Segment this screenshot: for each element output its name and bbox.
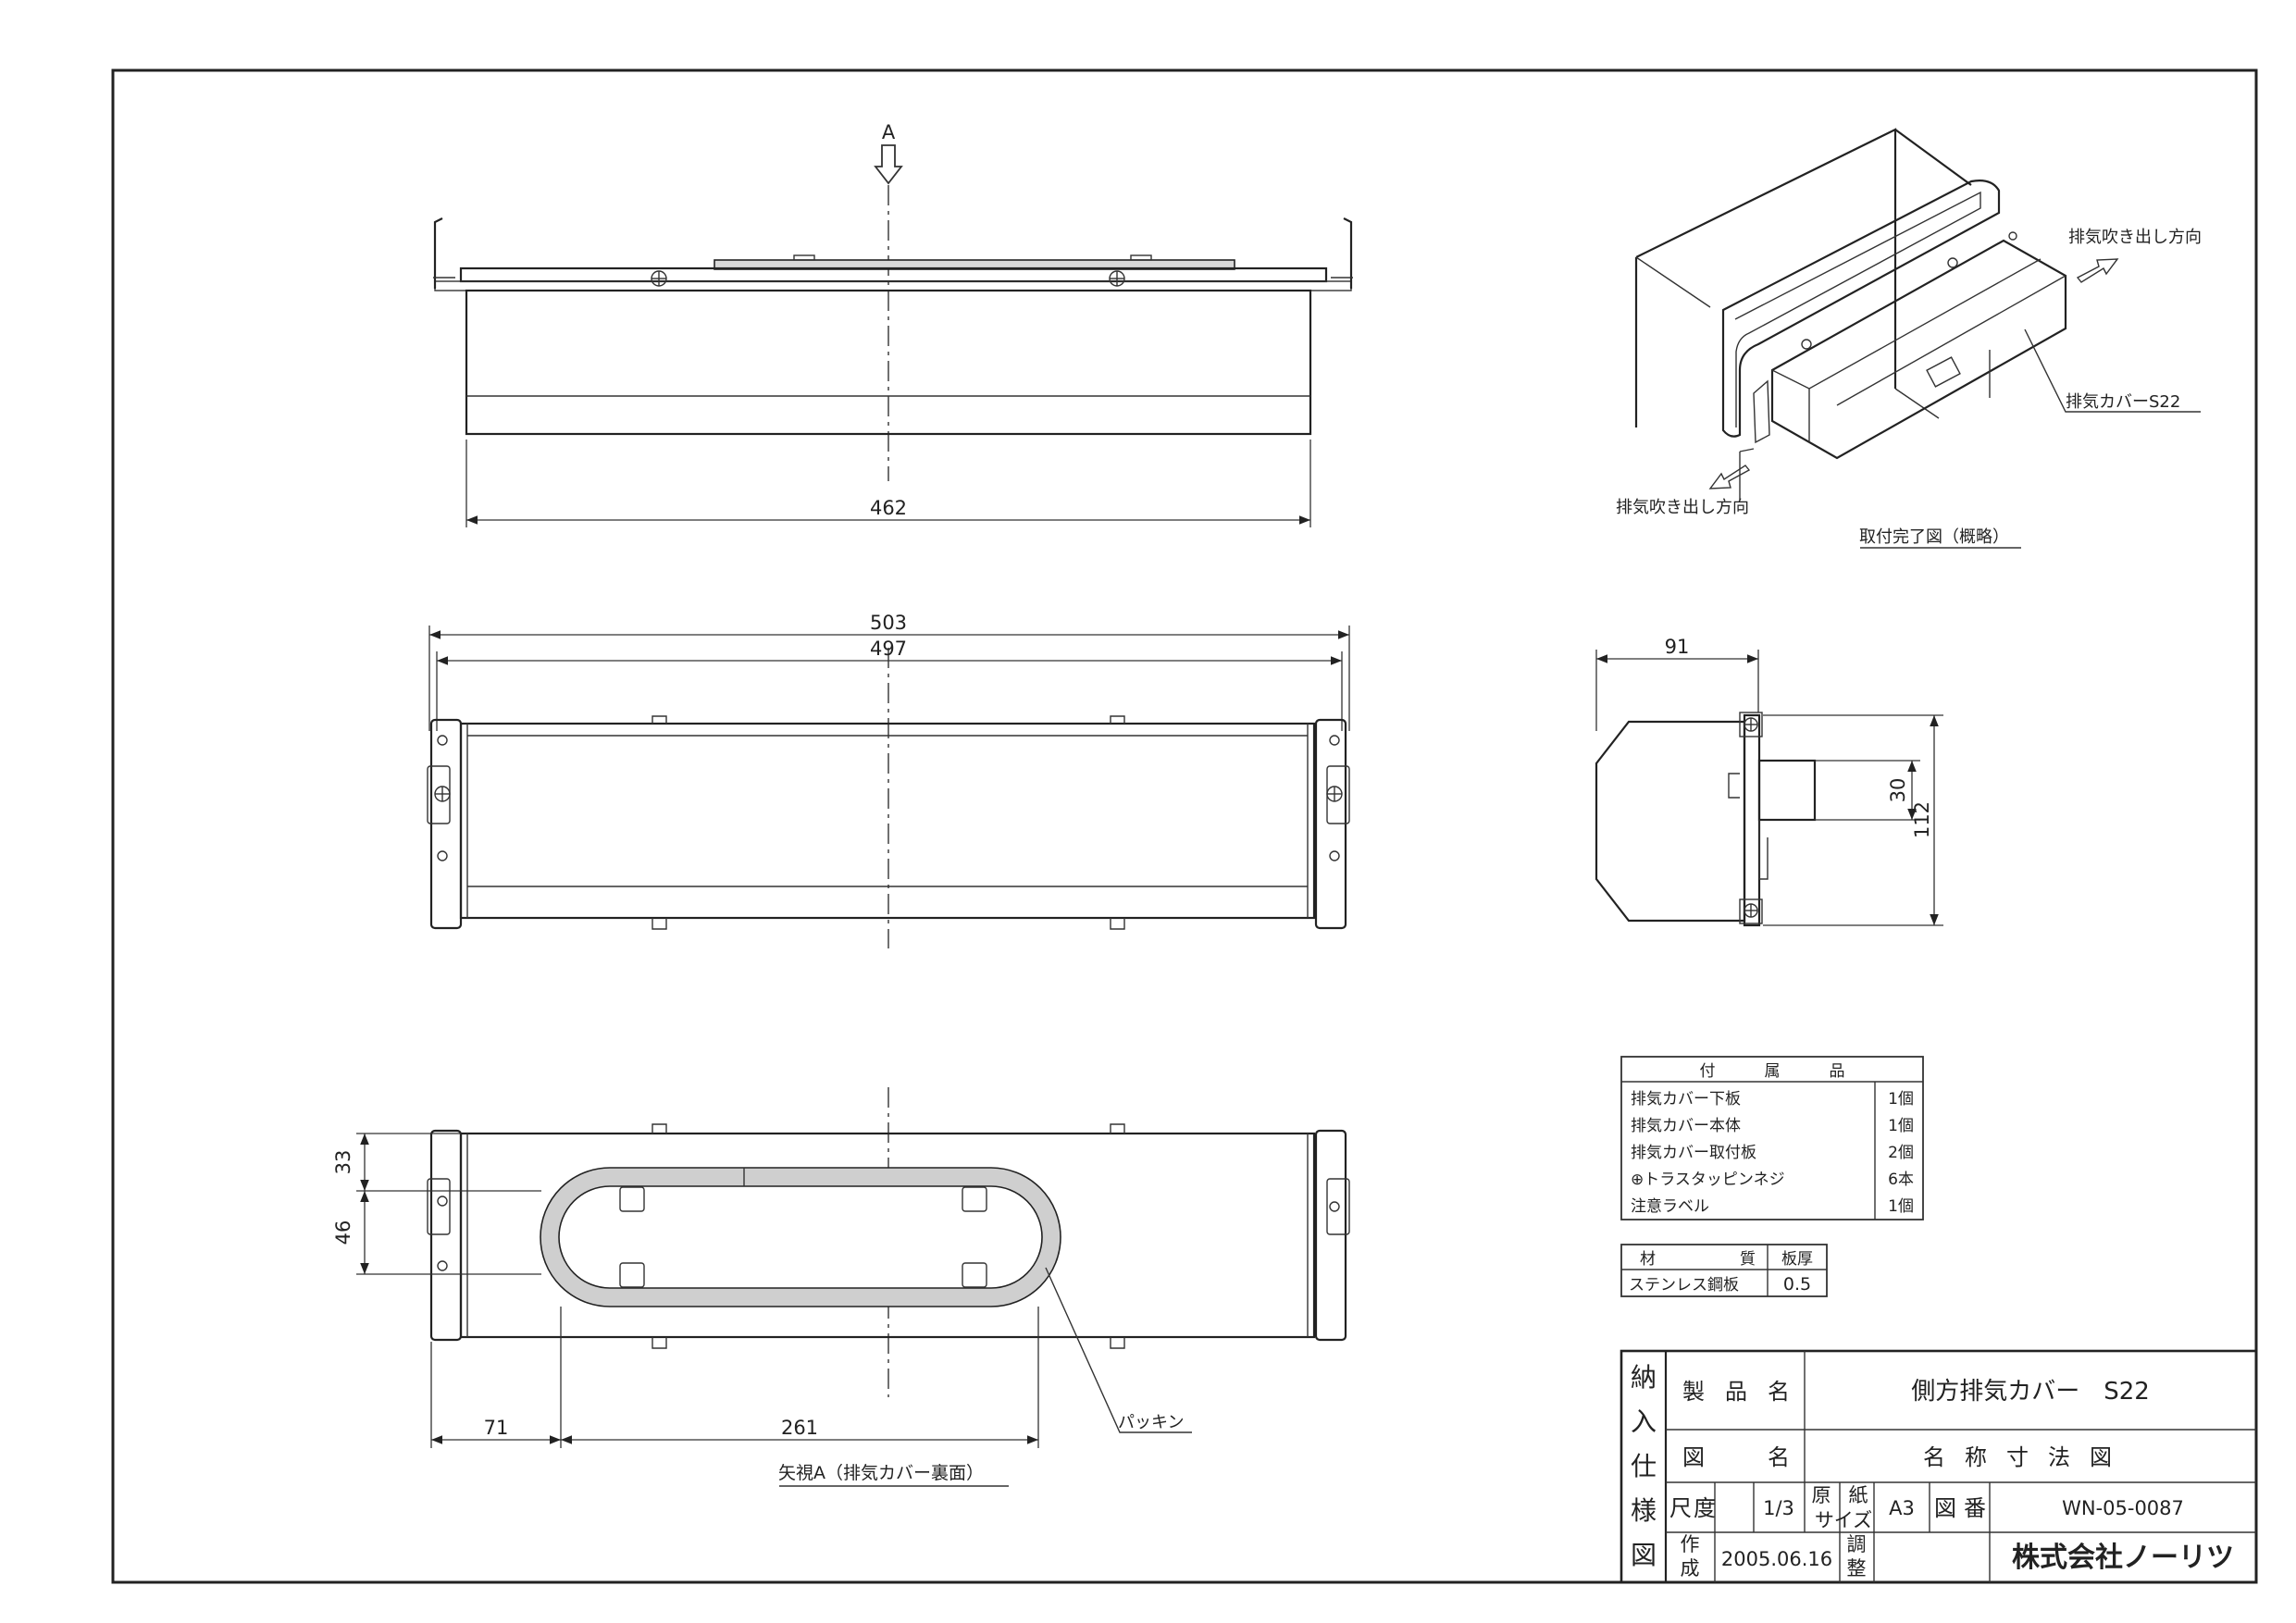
front-view: A 462 xyxy=(433,121,1353,527)
accessories-header-1: 付 xyxy=(1700,1062,1716,1081)
accessories-header-3: 品 xyxy=(1830,1062,1845,1081)
adjust-label: 調 xyxy=(1847,1533,1867,1555)
paper-size-value: A3 xyxy=(1889,1497,1915,1519)
top-view: 503 497 xyxy=(427,612,1350,948)
screw-icon xyxy=(1326,786,1343,802)
dim-46: 46 xyxy=(332,1220,354,1245)
drawing-number-label: 図 xyxy=(1934,1495,1956,1521)
scale-label: 度 xyxy=(1694,1495,1716,1521)
created-label: 成 xyxy=(1681,1557,1700,1580)
material-header: 材 xyxy=(1640,1250,1656,1269)
title-block: 納 入 仕 様 図 製 品 名 側方排気カバー S22 図 名 名 称 寸 法 … xyxy=(1620,1349,2258,1584)
accessory-name: ⊕トラスタッピンネジ xyxy=(1631,1171,1785,1189)
product-name-label: 製 xyxy=(1682,1379,1705,1405)
accessory-qty: 6本 xyxy=(1888,1171,1914,1189)
paper-size-label: サイズ xyxy=(1815,1509,1872,1531)
view-arrow-label: A xyxy=(882,121,896,143)
paper-size-label: 紙 xyxy=(1849,1484,1868,1506)
spec-side-char: 仕 xyxy=(1631,1451,1657,1481)
material-header: 質 xyxy=(1740,1250,1756,1269)
created-label: 作 xyxy=(1681,1533,1700,1555)
accessory-qty: 1個 xyxy=(1888,1117,1914,1135)
adjust-label: 整 xyxy=(1847,1557,1867,1580)
dim-30: 30 xyxy=(1887,778,1909,803)
screw-icon xyxy=(1109,270,1125,287)
dim-497: 497 xyxy=(870,638,907,660)
company-name: 株式会社ノーリツ xyxy=(2012,1542,2234,1574)
side-view: 91 30 112 xyxy=(1595,636,1943,927)
accessory-qty: 1個 xyxy=(1888,1197,1914,1216)
exhaust-arrow-icon xyxy=(1708,465,1751,489)
accessory-name: 注意ラベル xyxy=(1631,1197,1709,1216)
dim-503: 503 xyxy=(870,612,907,634)
thickness-header: 板厚 xyxy=(1781,1250,1813,1269)
dim-462: 462 xyxy=(870,497,907,519)
view-arrow-icon xyxy=(874,144,903,185)
dim-71: 71 xyxy=(484,1417,509,1439)
rear-view-caption: 矢視A（排気カバー裏面） xyxy=(778,1463,984,1483)
dim-91: 91 xyxy=(1665,636,1690,658)
spec-side-char: 様 xyxy=(1631,1495,1657,1526)
screw-icon xyxy=(1744,717,1758,732)
spec-side-char: 図 xyxy=(1631,1540,1657,1570)
rear-view: 33 46 71 261 パッキン 矢視A（排気カバー裏面） xyxy=(332,1087,1350,1487)
screw-icon xyxy=(1744,903,1758,918)
thickness-value: 0.5 xyxy=(1783,1274,1811,1295)
isometric-view: 排気吹き出し方向 排気吹き出し方向 排気カバーS22 取付完了図（概略） xyxy=(1616,128,2202,549)
screw-icon xyxy=(434,786,451,802)
exhaust-arrow-icon xyxy=(2076,258,2119,283)
created-date: 2005.06.16 xyxy=(1721,1548,1832,1570)
isometric-caption: 取付完了図（概略） xyxy=(1859,527,2009,547)
drawing-name: 寸 xyxy=(2006,1444,2029,1470)
paper-size-label: 原 xyxy=(1812,1484,1831,1506)
drawing-name: 称 xyxy=(1965,1444,1987,1470)
accessories-header-2: 属 xyxy=(1765,1062,1781,1081)
part-label: 排気カバーS22 xyxy=(2066,392,2180,412)
product-name-label: 名 xyxy=(1768,1379,1790,1405)
drawing-name: 法 xyxy=(2048,1444,2070,1470)
drawing-name: 名 xyxy=(1923,1444,1945,1470)
product-name-label: 品 xyxy=(1725,1379,1747,1405)
accessory-name: 排気カバー本体 xyxy=(1631,1117,1741,1135)
dim-261: 261 xyxy=(781,1417,818,1439)
exhaust-direction-label-bottom: 排気吹き出し方向 xyxy=(1616,498,1749,517)
spec-side-char: 入 xyxy=(1631,1406,1657,1437)
drawing-number-label: 番 xyxy=(1964,1495,1986,1521)
material-table: 材 質 板厚 ステンレス鋼板 0.5 xyxy=(1620,1244,1828,1297)
dim-33: 33 xyxy=(332,1150,354,1175)
gasket-label: パッキン xyxy=(1118,1413,1184,1432)
accessory-name: 排気カバー下板 xyxy=(1631,1090,1741,1109)
drawing-border xyxy=(111,68,2258,1584)
material-value: ステンレス鋼板 xyxy=(1629,1276,1739,1295)
drawing-number: WN-05-0087 xyxy=(2062,1497,2184,1519)
product-name: 側方排気カバー S22 xyxy=(1911,1378,2150,1406)
accessories-table: 付 属 品 排気カバー下板 1個 排気カバー本体 1個 排気カバー取付板 2個 … xyxy=(1620,1056,1924,1220)
drawing-name-label: 図 xyxy=(1682,1444,1705,1470)
accessory-qty: 2個 xyxy=(1888,1144,1914,1162)
scale-label: 尺 xyxy=(1669,1495,1692,1521)
accessory-name: 排気カバー取付板 xyxy=(1631,1144,1756,1162)
drawing-name-label: 名 xyxy=(1768,1444,1790,1470)
spec-side-char: 納 xyxy=(1631,1362,1657,1393)
screw-icon xyxy=(651,270,667,287)
exhaust-direction-label-top: 排気吹き出し方向 xyxy=(2068,228,2202,247)
drawing-name: 図 xyxy=(2090,1444,2112,1470)
dim-112: 112 xyxy=(1911,801,1933,838)
scale-value: 1/3 xyxy=(1763,1497,1794,1519)
accessory-qty: 1個 xyxy=(1888,1090,1914,1109)
